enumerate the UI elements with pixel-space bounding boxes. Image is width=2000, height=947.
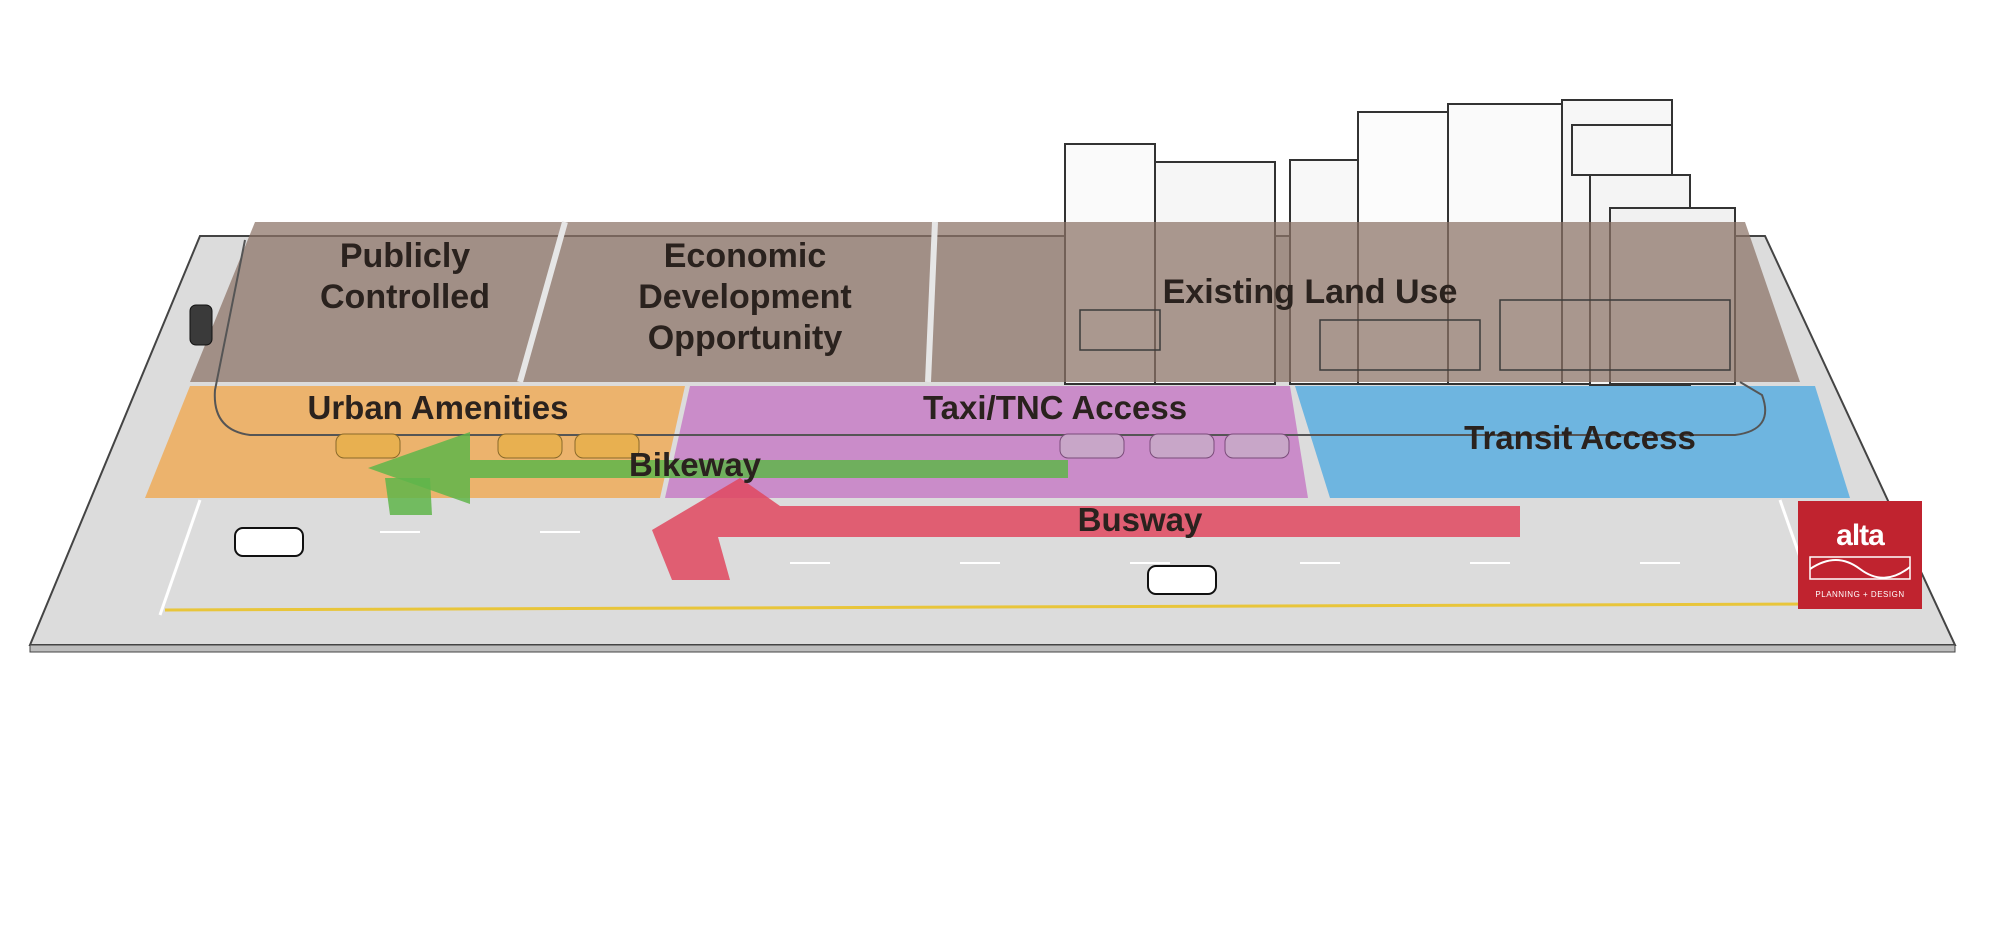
busway-arrow (652, 478, 1520, 580)
label-transit-access: Transit Access (1464, 419, 1696, 456)
lane-edge-left (158, 499, 202, 616)
taxi-1 (335, 433, 401, 459)
zone-divider-2 (925, 221, 938, 383)
facade-windows-1 (1079, 309, 1161, 351)
tnc-car-1 (1059, 433, 1125, 459)
transit-access-zone (1295, 386, 1850, 498)
label-publicly-controlled: Publicly Controlled (320, 237, 490, 316)
logo-tagline: PLANNING + DESIGN (1815, 590, 1905, 599)
label-busway: Busway (1077, 501, 1203, 538)
label-urban-amenities: Urban Amenities (307, 389, 569, 426)
car-top-left (189, 304, 213, 346)
label-existing-land-use: Existing Land Use (1162, 273, 1458, 311)
curb-loop (213, 239, 1767, 436)
car-lane-right (1147, 565, 1217, 595)
bikeway-arrow-tail (385, 478, 432, 515)
facade-windows-2 (1319, 319, 1481, 371)
logo-name: alta (1836, 519, 1885, 552)
label-economic-development: Economic Development Opportunity (638, 237, 852, 357)
label-taxi-tnc-access: Taxi/TNC Access (922, 389, 1188, 426)
tnc-car-2 (1149, 433, 1215, 459)
center-line (164, 602, 1821, 612)
logo-wave-icon (1809, 556, 1911, 580)
tnc-car-3 (1224, 433, 1290, 459)
facade-windows-3 (1499, 299, 1731, 371)
car-lane-left (234, 527, 304, 557)
label-bikeway: Bikeway (628, 446, 762, 483)
alta-logo: alta PLANNING + DESIGN (1798, 501, 1922, 609)
zone-divider-1 (517, 221, 568, 383)
bikeway-arrow (368, 432, 1068, 504)
taxi-3 (574, 433, 640, 459)
road-edge (29, 644, 1956, 653)
land-use-zone (190, 222, 1800, 382)
taxi-2 (497, 433, 563, 459)
